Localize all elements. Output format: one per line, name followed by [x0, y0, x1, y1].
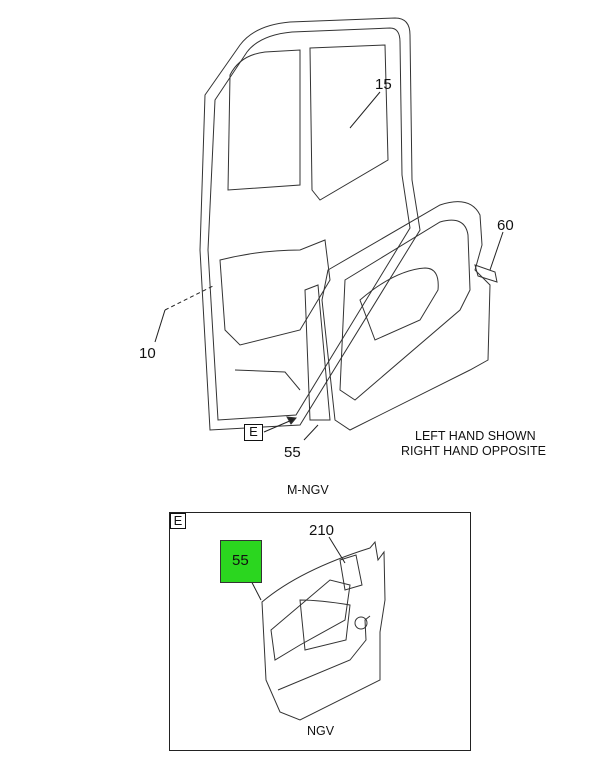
- detail-marker-e: E: [244, 424, 263, 441]
- highlighted-callout-55[interactable]: 55: [220, 540, 262, 583]
- callout-210: 210: [309, 522, 335, 539]
- note-left-hand: LEFT HAND SHOWN: [415, 429, 536, 443]
- leader-lines: [154, 91, 504, 441]
- door-frame: [199, 17, 421, 431]
- arrow-icon: [286, 416, 297, 425]
- callout-55: 55: [284, 444, 301, 461]
- detail-view-e: [169, 512, 471, 751]
- note-right-hand: RIGHT HAND OPPOSITE: [401, 444, 546, 458]
- callout-15: 15: [375, 76, 392, 93]
- detail-trim-panel: [245, 536, 386, 721]
- callout-10: 10: [139, 345, 156, 362]
- variant-label-m-ngv: M-NGV: [287, 483, 329, 497]
- callout-60: 60: [497, 217, 514, 234]
- handle-part: [474, 264, 498, 283]
- highlighted-callout-55-text: 55: [232, 552, 249, 569]
- door-trim-panel: [304, 201, 491, 431]
- variant-label-ngv: NGV: [307, 724, 335, 738]
- detail-view-marker: E: [170, 513, 186, 529]
